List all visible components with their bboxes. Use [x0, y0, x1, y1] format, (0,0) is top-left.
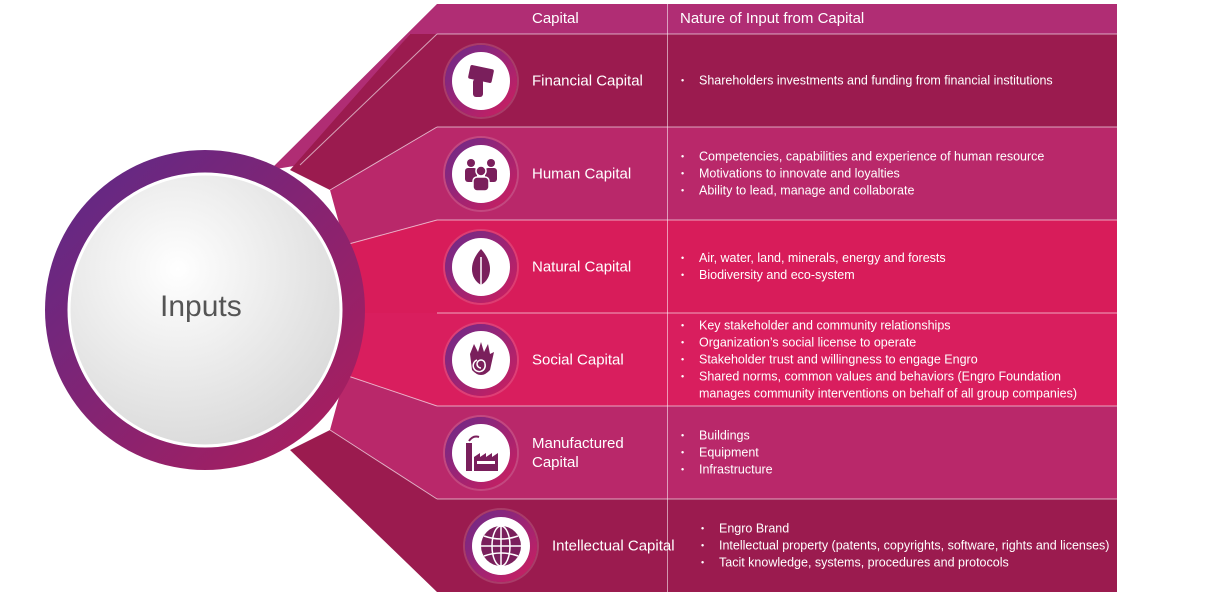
- leaf-icon: [445, 230, 517, 303]
- list-item: Shareholders investments and funding fro…: [679, 72, 1053, 89]
- inputs-disc: [67, 172, 343, 448]
- row-manufactured-capital: Manufactured Capital BuildingsEquipmentI…: [437, 406, 1117, 499]
- row-financial-capital: Financial Capital Shareholders investmen…: [437, 34, 1117, 127]
- input-list: Competencies, capabilities and experienc…: [679, 148, 1044, 199]
- capital-name: Financial Capital: [532, 72, 643, 89]
- capital-name: Social Capital: [532, 351, 624, 368]
- capital-name: Natural Capital: [532, 258, 632, 275]
- list-item: Buildings: [679, 427, 773, 444]
- people-group-icon: [445, 137, 517, 210]
- list-item: Tacit knowledge, systems, procedures and…: [699, 554, 1109, 571]
- list-item: Stakeholder trust and willingness to eng…: [679, 351, 1109, 368]
- input-list: BuildingsEquipmentInfrastructure: [679, 427, 773, 478]
- capital-name: Human Capital: [532, 165, 632, 182]
- list-item: Organization’s social license to operate: [679, 334, 1109, 351]
- factory-icon: [445, 416, 517, 489]
- row-human-capital: Human Capital Competencies, capabilities…: [437, 127, 1117, 220]
- list-item: Motivations to innovate and loyalties: [679, 165, 1044, 182]
- list-item: Shared norms, common values and behavior…: [679, 368, 1109, 402]
- list-item: Equipment: [679, 444, 773, 461]
- list-item: Ability to lead, manage and collaborate: [679, 182, 1044, 199]
- capital-name: Manufactured Capital: [532, 434, 624, 471]
- row-social-capital: Social Capital Key stakeholder and commu…: [437, 313, 1117, 406]
- list-item: Intellectual property (patents, copyrigh…: [699, 537, 1109, 554]
- capital-name: Intellectual Capital: [552, 537, 675, 554]
- input-list: Key stakeholder and community relationsh…: [679, 317, 1109, 402]
- row-intellectual-capital: Intellectual Capital Engro BrandIntellec…: [437, 499, 1117, 592]
- input-list: Air, water, land, minerals, energy and f…: [679, 250, 946, 284]
- row-natural-capital: Natural Capital Air, water, land, minera…: [437, 220, 1117, 313]
- list-item: Engro Brand: [699, 520, 1109, 537]
- header-nature: Nature of Input from Capital: [680, 10, 865, 27]
- input-list: Shareholders investments and funding fro…: [679, 72, 1053, 89]
- list-item: Key stakeholder and community relationsh…: [679, 317, 1109, 334]
- list-item: Biodiversity and eco-system: [679, 267, 946, 284]
- list-item: Air, water, land, minerals, energy and f…: [679, 250, 946, 267]
- credit-card-hand-icon: [445, 44, 517, 117]
- inputs-label: Inputs: [160, 290, 242, 323]
- hand-spiral-icon: [445, 323, 517, 396]
- list-item: Infrastructure: [679, 461, 773, 478]
- input-list: Engro BrandIntellectual property (patent…: [699, 520, 1109, 571]
- header-capital: Capital: [532, 10, 579, 27]
- header-band: [270, 4, 1117, 170]
- globe-icon: [465, 509, 537, 582]
- list-item: Competencies, capabilities and experienc…: [679, 148, 1044, 165]
- column-divider: [667, 4, 668, 592]
